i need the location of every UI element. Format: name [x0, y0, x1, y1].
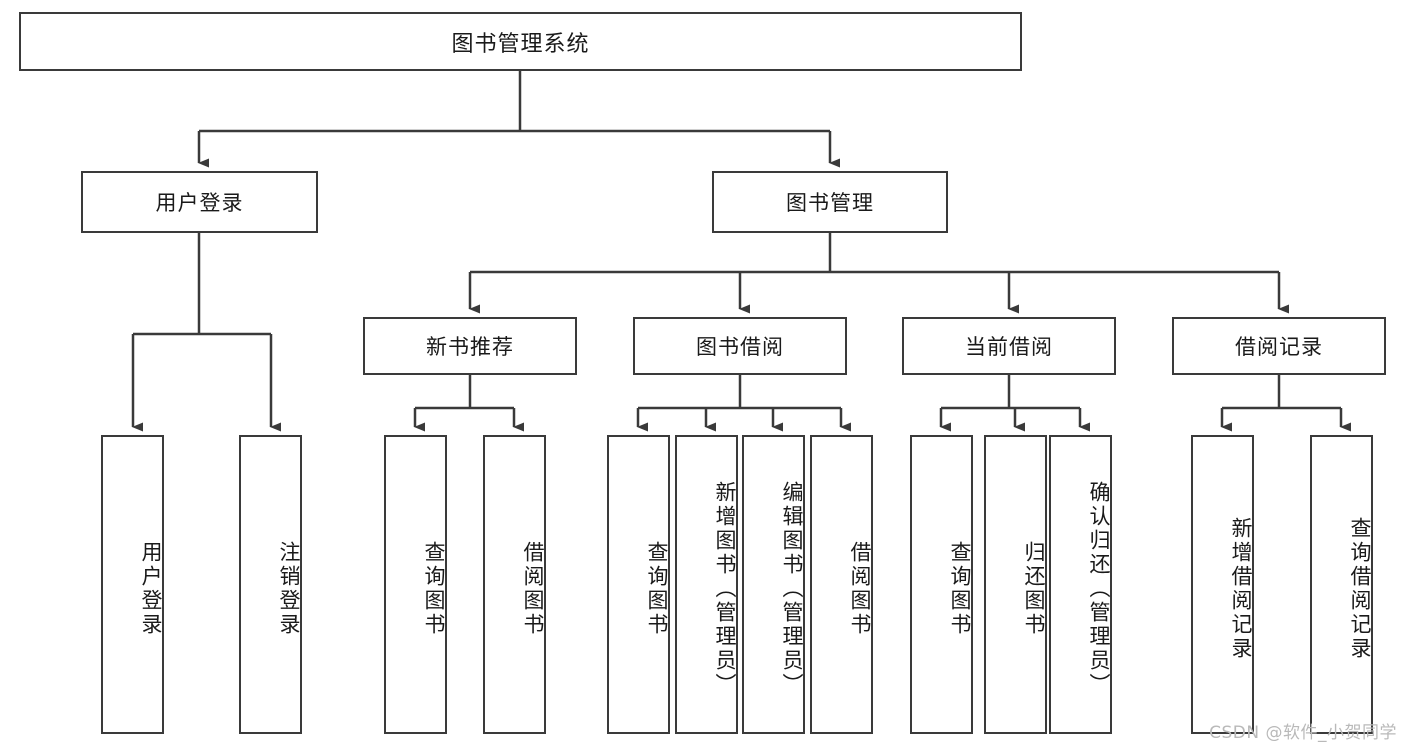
- node-leaf-user-login[interactable]: 用户登录: [101, 435, 164, 734]
- node-current-borrow[interactable]: 当前借阅: [902, 317, 1116, 375]
- node-label: 查询图书: [645, 540, 669, 637]
- node-leaf-user-logout[interactable]: 注销登录: [239, 435, 302, 734]
- node-label: 查询借阅记录: [1348, 516, 1372, 661]
- node-leaf-return-book[interactable]: 归还图书: [984, 435, 1047, 734]
- node-user-login[interactable]: 用户登录: [81, 171, 318, 233]
- node-label: 用户登录: [155, 191, 244, 215]
- node-label: 注销登录: [277, 540, 301, 637]
- node-leaf-edit-book[interactable]: 编辑图书（管理员）: [742, 435, 805, 734]
- node-label: 确认归还（管理员）: [1087, 480, 1111, 697]
- node-leaf-add-book[interactable]: 新增图书（管理员）: [675, 435, 738, 734]
- node-book-manage[interactable]: 图书管理: [712, 171, 948, 233]
- node-leaf-borrow-book-1[interactable]: 借阅图书: [483, 435, 546, 734]
- node-label: 图书管理: [786, 191, 874, 215]
- node-label: 图书管理系统: [451, 31, 590, 57]
- node-label: 查询图书: [422, 540, 446, 637]
- node-leaf-query-record[interactable]: 查询借阅记录: [1310, 435, 1373, 734]
- node-label: 新增借阅记录: [1229, 516, 1253, 661]
- node-label: 当前借阅: [965, 335, 1053, 359]
- node-label: 借阅图书: [521, 540, 545, 637]
- node-book-borrow[interactable]: 图书借阅: [633, 317, 847, 375]
- node-label: 归还图书: [1022, 540, 1046, 637]
- node-leaf-add-record[interactable]: 新增借阅记录: [1191, 435, 1254, 734]
- node-label: 借阅记录: [1235, 335, 1323, 359]
- node-label: 图书借阅: [696, 335, 784, 359]
- node-label: 新增图书（管理员）: [713, 480, 737, 697]
- node-leaf-query-book-3[interactable]: 查询图书: [910, 435, 973, 734]
- node-label: 编辑图书（管理员）: [780, 480, 804, 697]
- watermark-text: CSDN @软件_小贺同学: [1209, 723, 1397, 743]
- node-label: 新书推荐: [426, 335, 514, 359]
- node-label: 借阅图书: [848, 540, 872, 637]
- node-leaf-query-book-2[interactable]: 查询图书: [607, 435, 670, 734]
- node-leaf-query-book-1[interactable]: 查询图书: [384, 435, 447, 734]
- node-root-system[interactable]: 图书管理系统: [19, 12, 1022, 71]
- node-label: 用户登录: [139, 540, 163, 637]
- node-label: 查询图书: [948, 540, 972, 637]
- node-borrow-record[interactable]: 借阅记录: [1172, 317, 1386, 375]
- node-leaf-borrow-book-2[interactable]: 借阅图书: [810, 435, 873, 734]
- node-new-book-rec[interactable]: 新书推荐: [363, 317, 577, 375]
- node-leaf-confirm-return[interactable]: 确认归还（管理员）: [1049, 435, 1112, 734]
